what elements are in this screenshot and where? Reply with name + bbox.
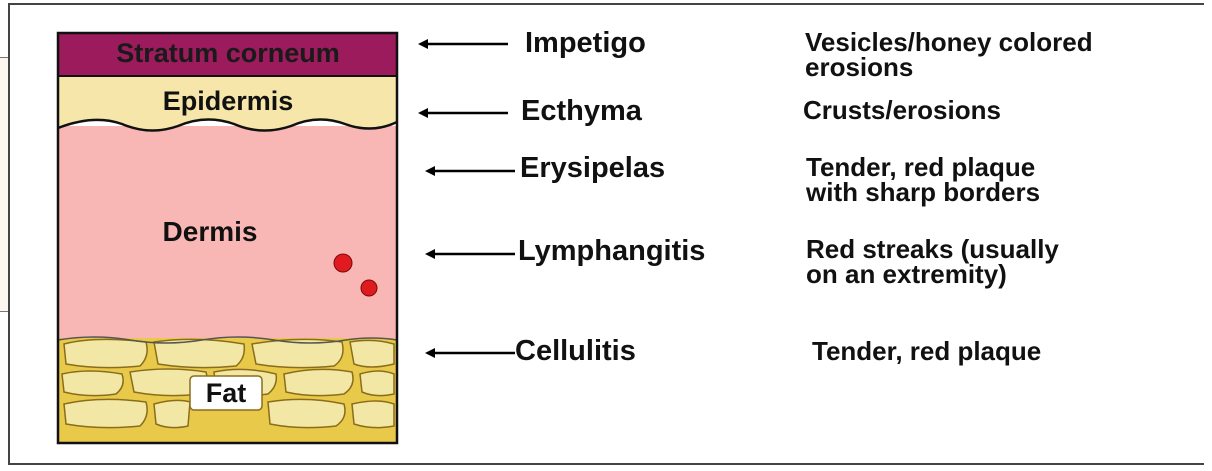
description-line: Crusts/erosions xyxy=(803,98,1001,123)
description-impetigo: Vesicles/honey colored erosions xyxy=(805,30,1093,80)
dermis-label: Dermis xyxy=(130,218,290,246)
description-line: on an extremity) xyxy=(806,262,1059,287)
condition-cellulitis: Cellulitis xyxy=(515,337,636,366)
condition-lymphangitis: Lymphangitis xyxy=(518,237,705,266)
left-arrow-icon xyxy=(418,107,508,119)
description-erysipelas: Tender, red plaque with sharp borders xyxy=(806,155,1040,205)
description-line: Tender, red plaque xyxy=(812,339,1041,364)
description-ecthyma: Crusts/erosions xyxy=(803,98,1001,123)
condition-impetigo: Impetigo xyxy=(525,29,646,58)
left-arrow-icon xyxy=(418,38,508,50)
condition-ecthyma: Ecthyma xyxy=(521,97,642,126)
description-line: with sharp borders xyxy=(806,180,1040,205)
left-arrow-icon xyxy=(425,347,515,359)
description-lymphangitis: Red streaks (usually on an extremity) xyxy=(806,237,1059,287)
fat-label: Fat xyxy=(190,380,262,407)
left-arrow-icon xyxy=(425,165,515,177)
description-cellulitis: Tender, red plaque xyxy=(812,339,1041,364)
condition-erysipelas: Erysipelas xyxy=(520,154,665,183)
stratum-corneum-label: Stratum corneum xyxy=(60,40,396,67)
red-dot-2 xyxy=(361,280,377,296)
red-dot-1 xyxy=(334,254,352,272)
epidermis-label: Epidermis xyxy=(60,88,396,115)
left-arrow-icon xyxy=(425,248,515,260)
description-line: erosions xyxy=(805,55,1093,80)
